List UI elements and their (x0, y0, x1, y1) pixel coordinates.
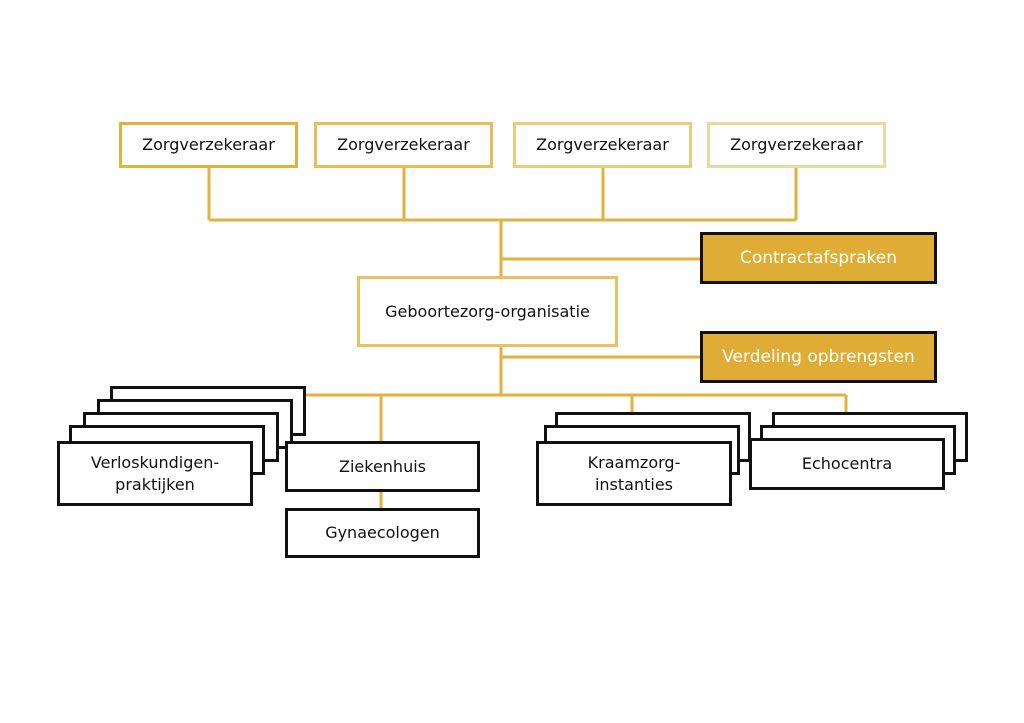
echo-centres-label: Echocentra (801, 454, 893, 473)
gynaecologists-label: Gynaecologen (325, 523, 440, 542)
hospital-box[interactable]: Ziekenhuis (285, 441, 480, 492)
contract-agreements-box[interactable]: Contractafspraken (700, 232, 937, 284)
organisation-label: Geboortezorg-organisatie (385, 301, 590, 321)
hospital-label: Ziekenhuis (339, 456, 426, 476)
maternity-care-label-line2: instanties (594, 474, 674, 494)
revenue-distribution-label: Verdeling opbrengsten (722, 347, 915, 367)
insurer-label: Zorgverzekeraar (142, 135, 275, 154)
insurer-box[interactable]: Zorgverzekeraar (513, 122, 692, 168)
midwife-practices-label-line1: Verloskundigen- (90, 452, 220, 472)
gynaecologists-box[interactable]: Gynaecologen (285, 508, 480, 558)
insurer-label: Zorgverzekeraar (536, 135, 669, 154)
insurer-box[interactable]: Zorgverzekeraar (119, 122, 298, 168)
insurer-box[interactable]: Zorgverzekeraar (314, 122, 493, 168)
insurer-box[interactable]: Zorgverzekeraar (707, 122, 886, 168)
insurer-label: Zorgverzekeraar (337, 135, 470, 154)
echo-centres-box[interactable]: Echocentra (749, 438, 945, 490)
revenue-distribution-box[interactable]: Verdeling opbrengsten (700, 331, 937, 383)
midwife-practices-label-line2: praktijken (115, 474, 195, 494)
midwife-practices-box[interactable]: Verloskundigen- praktijken (57, 441, 253, 506)
maternity-care-box[interactable]: Kraamzorg- instanties (536, 441, 732, 506)
insurer-label: Zorgverzekeraar (730, 135, 863, 154)
maternity-care-label-line1: Kraamzorg- (587, 452, 681, 472)
organisation-box[interactable]: Geboortezorg-organisatie (357, 276, 618, 347)
contract-agreements-label: Contractafspraken (739, 248, 898, 268)
